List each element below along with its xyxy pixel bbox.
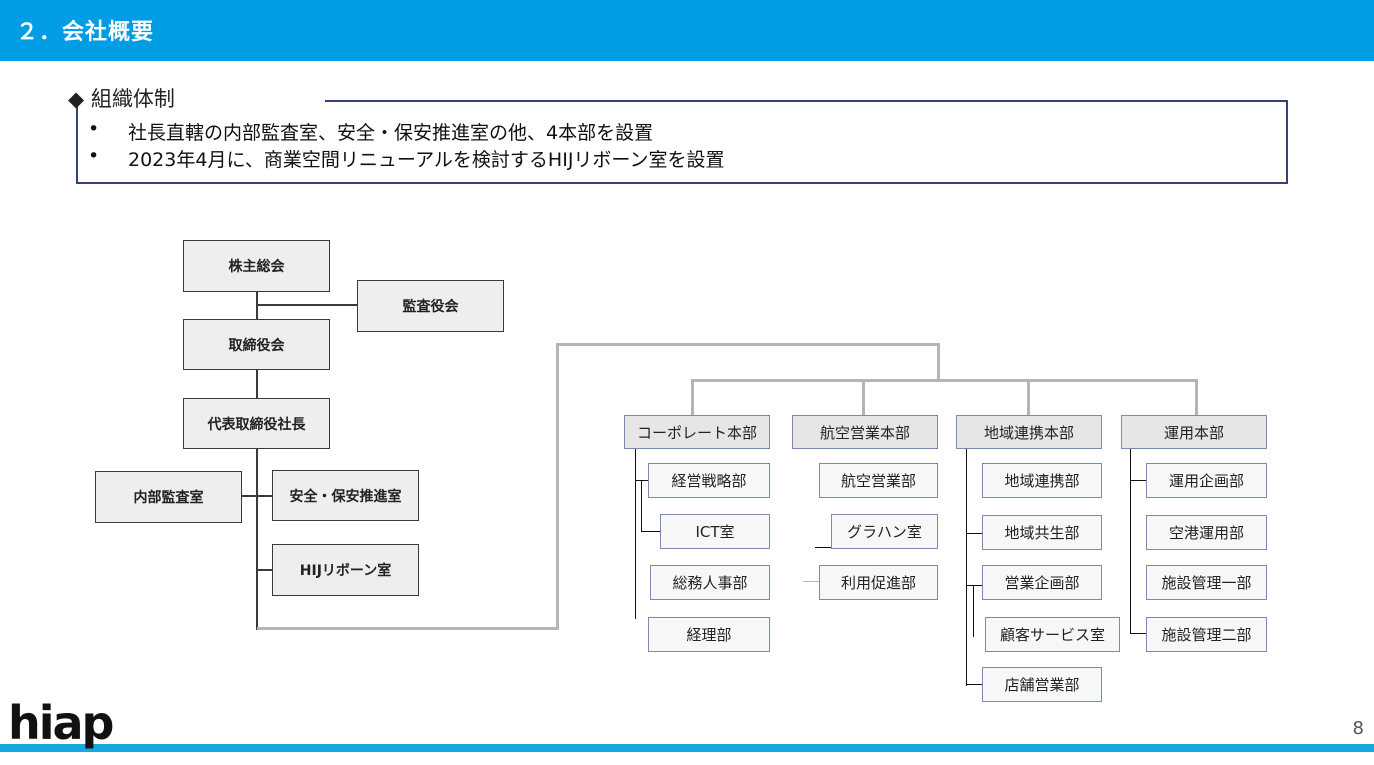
subdept-box: 総務人事部 — [650, 565, 770, 600]
connector-line — [257, 304, 358, 306]
connector-line — [256, 291, 258, 630]
connector-line — [1195, 379, 1198, 416]
connector-line — [966, 533, 984, 534]
connector-line — [966, 684, 984, 685]
connector-line — [966, 449, 967, 686]
division-operations: 運用本部 — [1121, 415, 1267, 449]
connector-line — [635, 480, 649, 481]
connector-line — [815, 547, 831, 548]
subdept-box: 運用企画部 — [1146, 463, 1267, 498]
subdept-box: 店舗営業部 — [982, 667, 1102, 702]
section-title: ◆ 組織体制 — [68, 87, 175, 111]
company-logo: hiap — [8, 696, 114, 750]
bullet-dot: • — [88, 118, 100, 140]
subdept-box: 地域共生部 — [982, 515, 1102, 550]
subdept-box: 地域連携部 — [982, 463, 1102, 498]
president-box: 代表取締役社長 — [183, 398, 330, 449]
division-corporate: コーポレート本部 — [624, 415, 770, 449]
footer-bar — [0, 744, 1374, 752]
subdept-box: 顧客サービス室 — [985, 617, 1120, 652]
header-bar: ２．会社概要 — [0, 0, 1374, 61]
connector-line — [257, 569, 273, 571]
connector-line — [691, 379, 694, 416]
subdept-box: 施設管理一部 — [1146, 565, 1267, 600]
connector-line — [641, 480, 642, 531]
connector-line — [241, 495, 273, 497]
connector-line — [966, 585, 984, 586]
subdept-box: ICT室 — [660, 514, 770, 549]
page-number: 8 — [1352, 718, 1364, 739]
bullet-dot: • — [88, 145, 100, 167]
subdept-box: 利用促進部 — [819, 565, 938, 600]
internal-audit-box: 内部監査室 — [95, 471, 242, 523]
subdept-box: 施設管理二部 — [1146, 617, 1267, 652]
connector-line — [556, 343, 940, 346]
connector-line — [691, 379, 1198, 382]
subdept-box: グラハン室 — [831, 514, 938, 549]
connector-line — [973, 585, 974, 637]
connector-line — [1130, 449, 1131, 634]
subdept-box: 空港運用部 — [1146, 515, 1267, 550]
reborn-box: HIJリボーン室 — [272, 544, 419, 596]
connector-line — [257, 627, 559, 630]
bullet-text: 社長直轄の内部監査室、安全・保安推進室の他、4本部を設置 — [128, 122, 654, 144]
safety-box: 安全・保安推進室 — [272, 470, 419, 521]
connector-line — [803, 581, 821, 582]
connector-line — [641, 531, 661, 532]
auditors-box: 監査役会 — [357, 280, 504, 332]
connector-line — [1027, 379, 1030, 416]
page-title: ２．会社概要 — [16, 20, 155, 45]
subdept-box: 航空営業部 — [819, 463, 938, 498]
subdept-box: 経理部 — [648, 617, 770, 652]
subdept-box: 経営戦略部 — [648, 463, 770, 498]
connector-line — [556, 343, 559, 630]
connector-line — [937, 343, 940, 381]
connector-line — [1130, 480, 1146, 481]
bullet-text: 2023年4月に、商業空間リニューアルを検討するHIJリボーン室を設置 — [128, 149, 725, 171]
division-aviation: 航空営業本部 — [792, 415, 938, 449]
connector-line — [862, 379, 865, 416]
subdept-box: 営業企画部 — [982, 565, 1102, 600]
box-gap — [70, 96, 325, 106]
shareholders-box: 株主総会 — [183, 240, 330, 292]
board-box: 取締役会 — [183, 319, 330, 370]
division-regional: 地域連携本部 — [956, 415, 1102, 449]
connector-line — [1130, 633, 1146, 634]
summary-box — [76, 100, 1288, 184]
connector-line — [635, 449, 636, 619]
